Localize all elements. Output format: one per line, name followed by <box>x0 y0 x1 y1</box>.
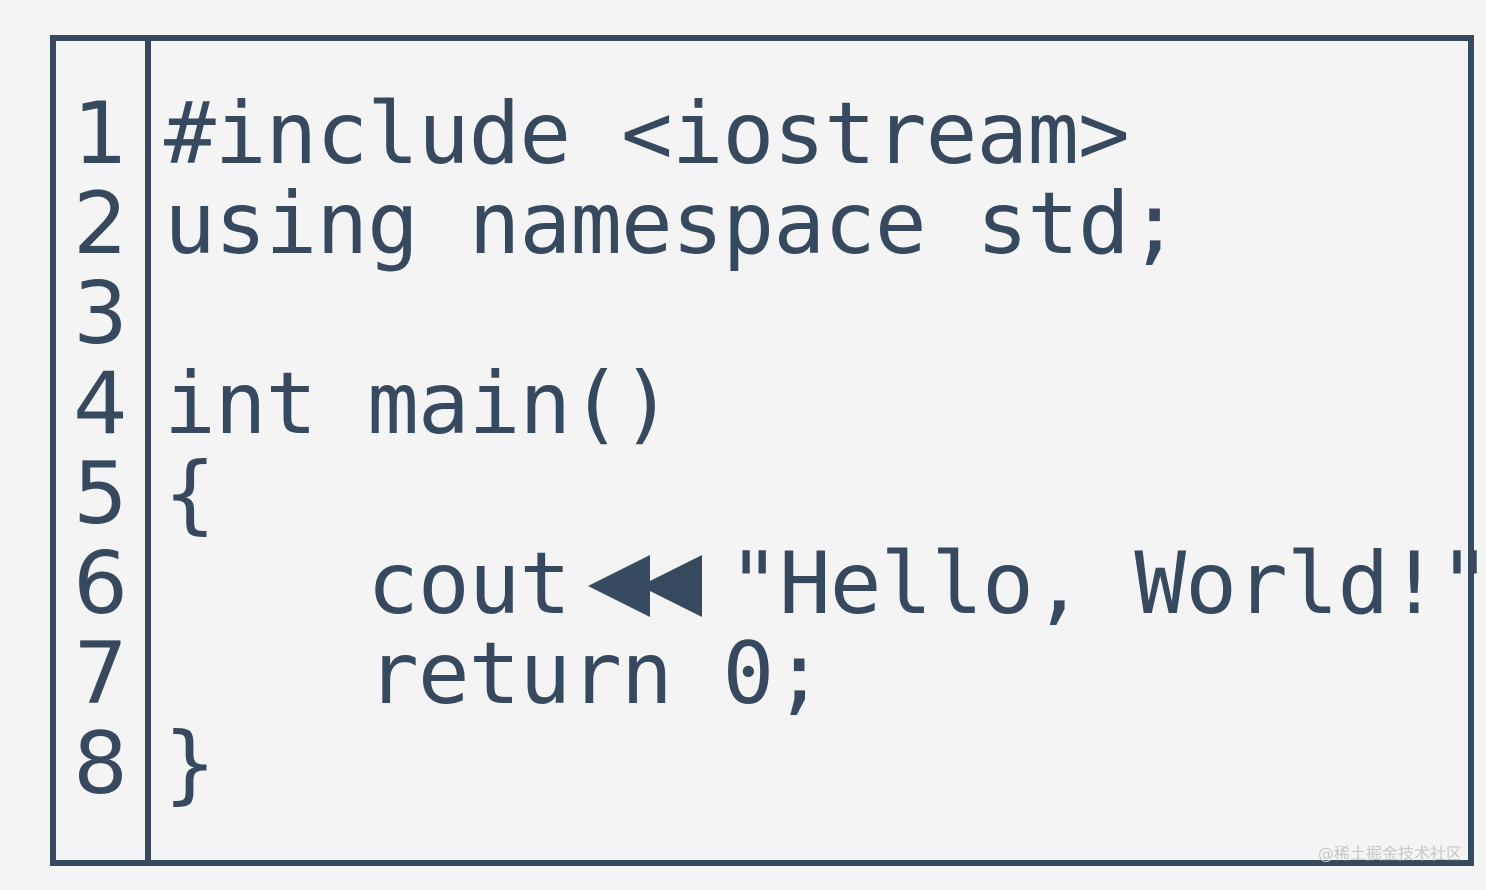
code-line-6-start: cout <box>164 534 571 634</box>
code-line-6-end: "Hello, World!"; <box>728 534 1486 634</box>
watermark: @稀土掘金技术社区 <box>1317 844 1462 863</box>
double-left-triangle-icon <box>588 554 703 617</box>
code-line-4: int main() <box>164 354 673 454</box>
line-number: 6 <box>73 534 128 634</box>
line-number-gutter: 1 2 3 4 5 6 7 8 <box>56 41 151 860</box>
code-listing-frame: 1 2 3 4 5 6 7 8 #include <iostream> usin… <box>50 35 1486 866</box>
code-line-6: cout"Hello, World!"; <box>164 539 1486 629</box>
line-number: 5 <box>73 444 128 544</box>
code-line-5: { <box>164 444 216 544</box>
line-number: 4 <box>73 354 128 454</box>
code-line-1: #include <iostream> <box>164 84 1130 184</box>
line-number: 1 <box>73 84 128 184</box>
line-number: 2 <box>73 174 128 274</box>
line-number: 8 <box>73 714 128 814</box>
code-line-2: using namespace std; <box>164 174 1181 274</box>
code-line-8: } <box>164 714 216 814</box>
line-number: 3 <box>73 264 128 364</box>
code-line-7: return 0; <box>164 624 825 724</box>
line-number: 7 <box>73 624 128 724</box>
